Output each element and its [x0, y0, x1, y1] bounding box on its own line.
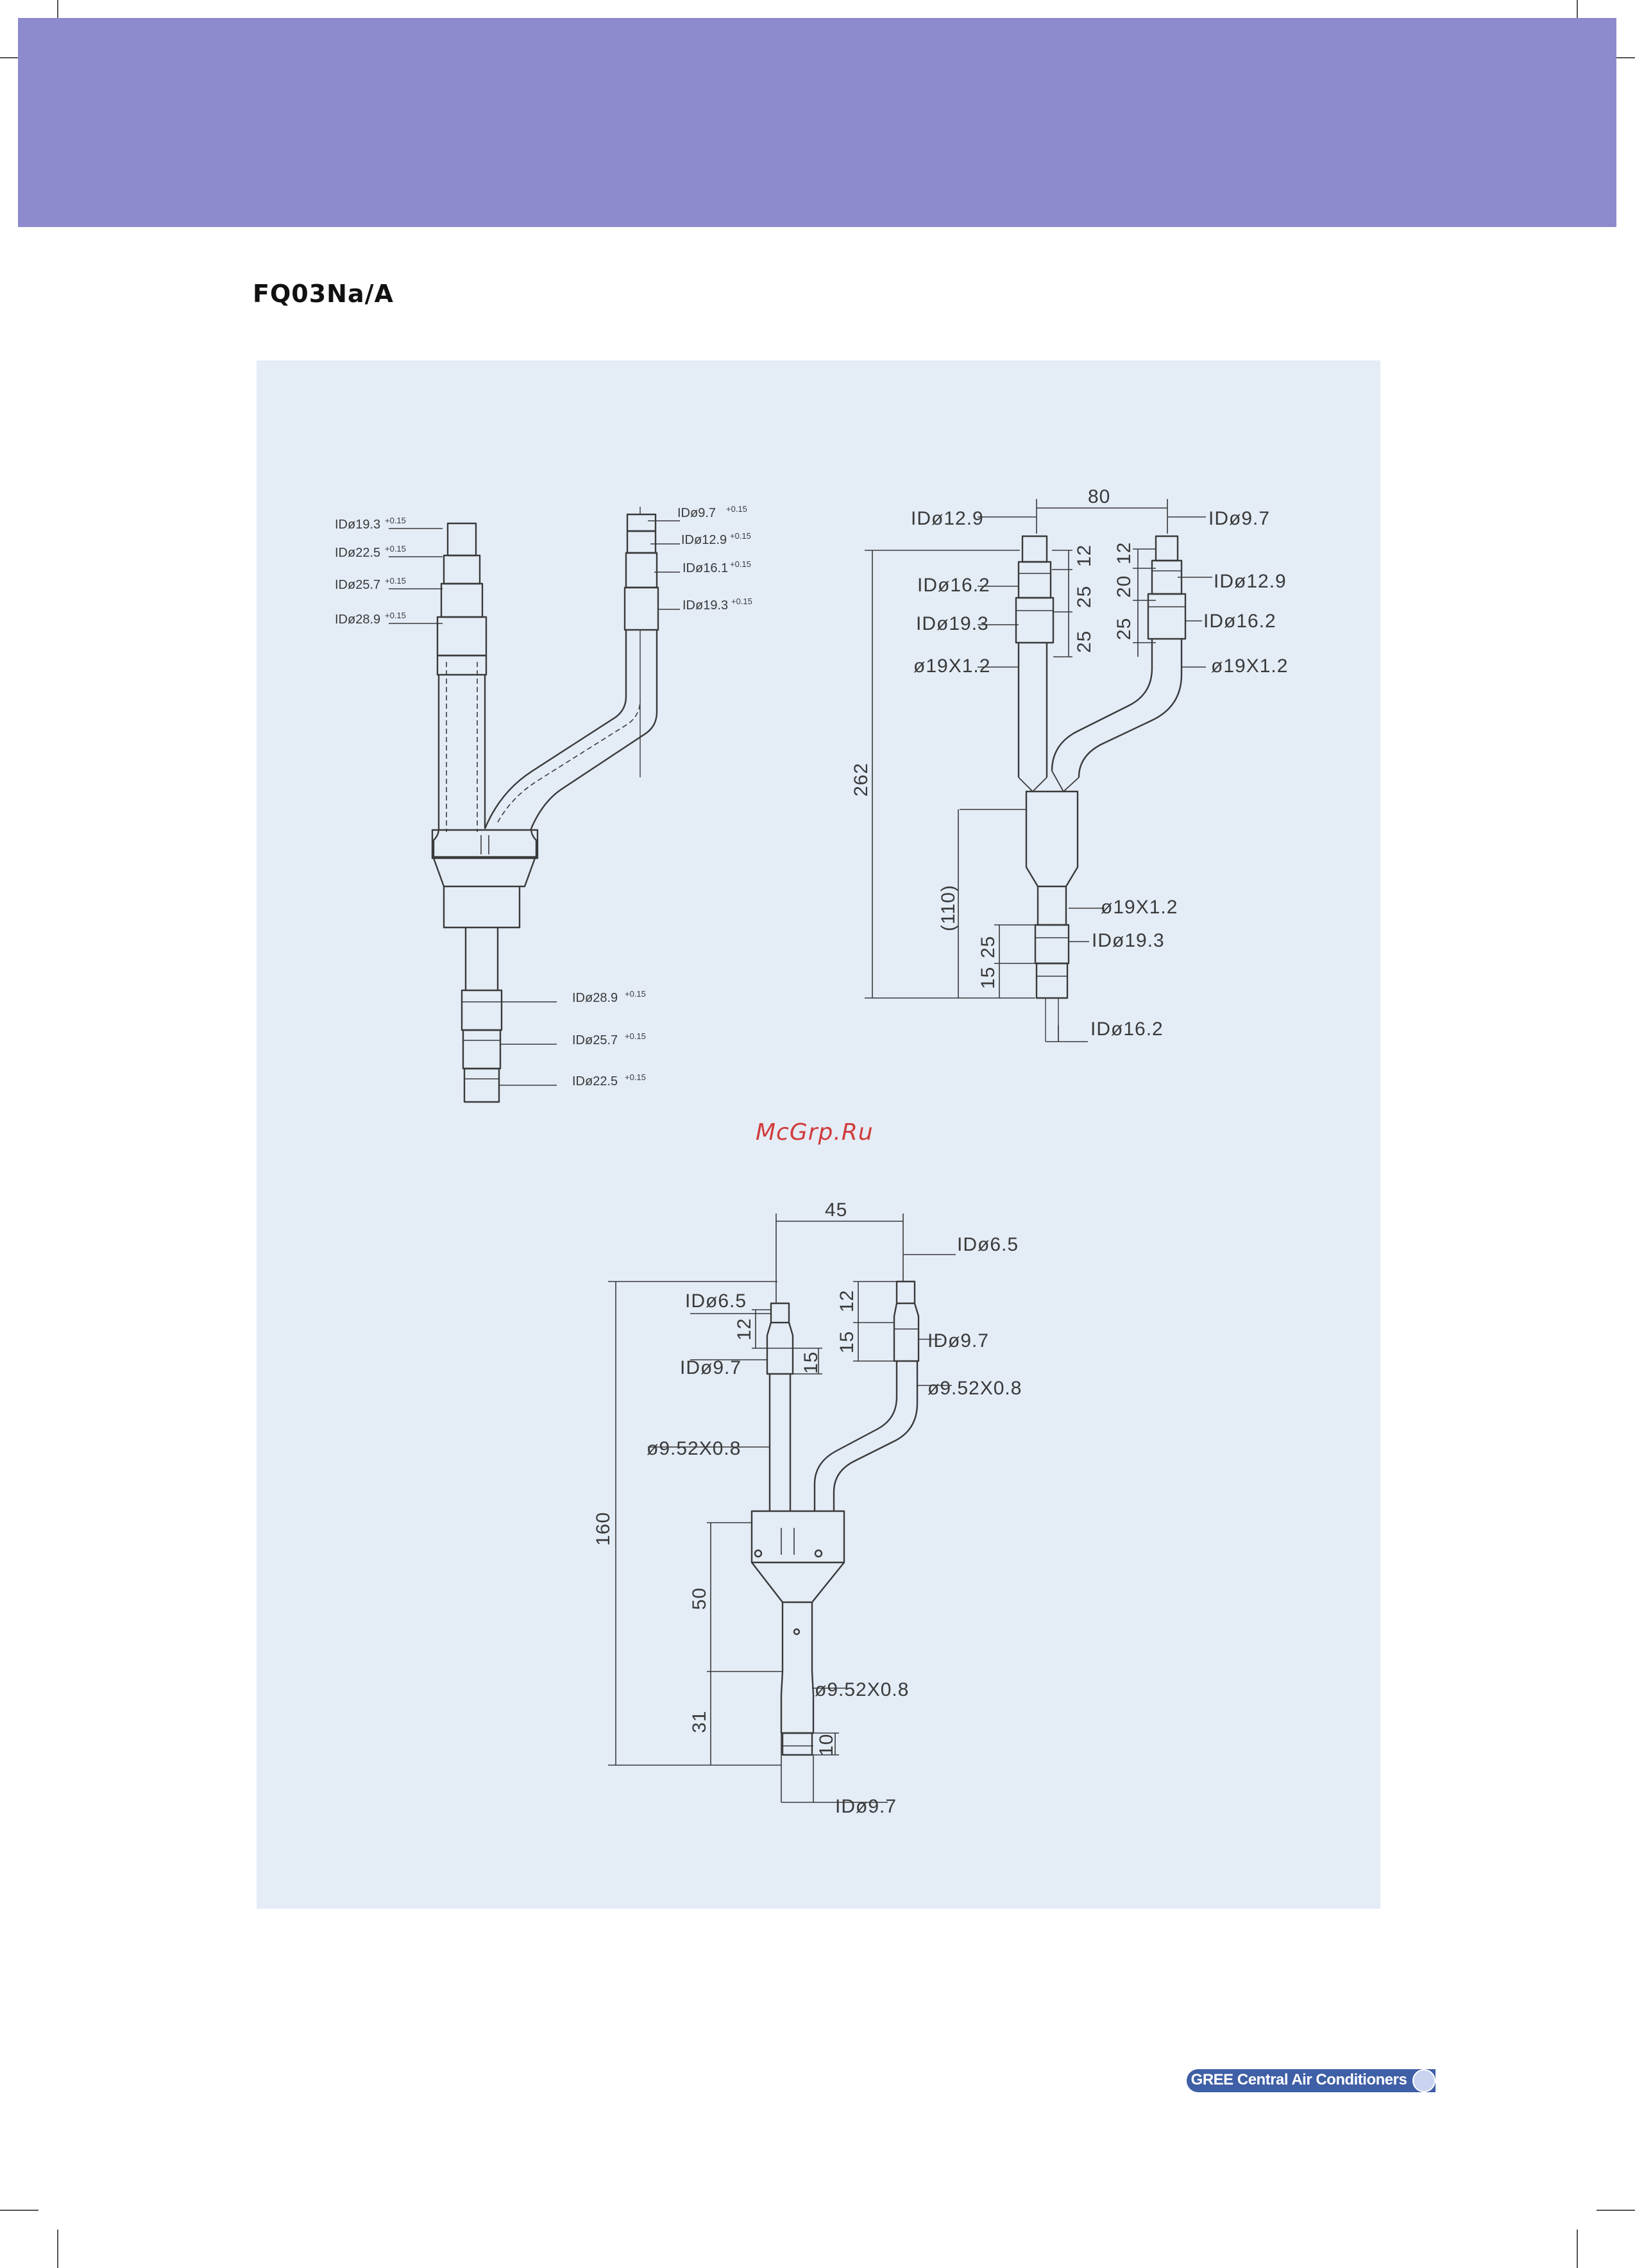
label-id-9-7-bottom: IDø9.7 [835, 1796, 897, 1817]
dim-12-left: 12 [734, 1318, 755, 1341]
label-id-6-5-right: IDø6.5 [957, 1234, 1019, 1255]
tolerance-upper: +0.15 [385, 576, 406, 586]
dim-50: 50 [689, 1587, 710, 1610]
dim-160: 160 [593, 1512, 614, 1546]
label-id-19-3-top: IDø19.3 [335, 518, 380, 532]
dim-31: 31 [689, 1711, 710, 1733]
tolerance-upper: +0.15 [625, 1031, 646, 1041]
bottom-branch-drawing [608, 1214, 956, 1803]
tolerance-upper: +0.15 [385, 516, 406, 525]
watermark: McGrp.Ru [756, 1119, 874, 1146]
label-id-12-9-right: IDø12.9 [1214, 571, 1287, 592]
label-id-16-1: IDø16.1 [682, 561, 728, 575]
right-branch-drawing [865, 499, 1212, 1042]
dim-25-d: 25 [978, 936, 999, 958]
technical-drawing: IDø19.3 IDø22.5 IDø25.7 IDø28.9 IDø9.7 I… [335, 486, 1288, 1817]
dim-15-right: 15 [836, 1331, 858, 1353]
tolerance-upper: +0.15 [730, 559, 751, 569]
label-pipe-bottom: ø19X1.2 [1101, 897, 1178, 918]
label-id-22-5-bottom: IDø22.5 [572, 1074, 618, 1088]
footer-brand-badge: GREE Central Air Conditioners [1187, 2069, 1436, 2092]
label-id-28-9-bottom: IDø28.9 [572, 991, 618, 1005]
label-id-25-7-bottom: IDø25.7 [572, 1033, 618, 1047]
dim-12-a: 12 [1074, 545, 1095, 567]
crop-mark [1597, 2210, 1635, 2211]
label-id-19-3-bottom: IDø19.3 [1092, 930, 1165, 951]
label-id-6-5-left: IDø6.5 [685, 1291, 747, 1312]
dim-15: 15 [978, 967, 999, 989]
label-id-28-9-top: IDø28.9 [335, 613, 380, 627]
label-id-16-2-right: IDø16.2 [1203, 611, 1276, 632]
tolerance-upper: +0.15 [385, 544, 406, 554]
tolerance-upper: +0.15 [625, 989, 646, 999]
dim-12-right: 12 [836, 1290, 858, 1312]
label-id-19-3-right: IDø19.3 [682, 598, 728, 613]
label-id-9-7: IDø9.7 [677, 506, 716, 520]
footer-brand-text: GREE Central Air Conditioners [1190, 2071, 1407, 2088]
crop-mark [0, 2210, 38, 2211]
label-id-12-9: IDø12.9 [681, 533, 727, 547]
tolerance-upper: +0.15 [726, 504, 747, 514]
label-pipe-right: ø9.52X0.8 [928, 1378, 1022, 1399]
dim-45: 45 [825, 1199, 847, 1221]
label-id-16-2-left: IDø16.2 [917, 575, 990, 596]
dim-80: 80 [1088, 486, 1110, 507]
label-id-9-7-left: IDø9.7 [680, 1357, 741, 1378]
drawing-panel: IDø19.3 IDø22.5 IDø25.7 IDø28.9 IDø9.7 I… [257, 360, 1380, 1909]
label-id-22-5-top: IDø22.5 [335, 546, 380, 560]
label-id-25-7-top: IDø25.7 [335, 578, 380, 592]
tolerance-upper: +0.15 [730, 531, 751, 541]
dim-25-b: 25 [1074, 630, 1095, 653]
label-id-16-2-bottom: IDø16.2 [1090, 1019, 1164, 1040]
tolerance-upper: +0.15 [625, 1072, 646, 1082]
header-band [18, 18, 1616, 227]
label-id-9-7: IDø9.7 [1208, 508, 1270, 529]
label-pipe-right: ø19X1.2 [1211, 656, 1288, 677]
dim-15-left: 15 [801, 1351, 822, 1374]
dim-25-c: 25 [1114, 618, 1135, 640]
label-id-9-7-right: IDø9.7 [928, 1330, 989, 1351]
left-branch-drawing [389, 507, 680, 1103]
tolerance-upper: +0.15 [731, 597, 752, 606]
label-id-12-9-left: IDø12.9 [911, 508, 984, 529]
dim-20: 20 [1114, 575, 1135, 598]
model-title: FQ03Na/A [253, 280, 394, 308]
footer-circle-icon [1412, 2069, 1436, 2092]
tolerance-upper: +0.15 [385, 611, 406, 620]
dim-110: (110) [938, 884, 959, 931]
dim-12-b: 12 [1114, 542, 1135, 564]
dim-262: 262 [851, 763, 872, 797]
label-pipe-left: ø19X1.2 [913, 656, 990, 677]
crop-mark [57, 2230, 58, 2268]
dim-25-a: 25 [1074, 586, 1095, 608]
label-id-19-3-left: IDø19.3 [916, 613, 989, 634]
crop-mark [1577, 2230, 1578, 2268]
label-pipe-bottom: ø9.52X0.8 [815, 1679, 909, 1700]
dim-10: 10 [816, 1734, 837, 1756]
label-pipe-left: ø9.52X0.8 [647, 1438, 741, 1459]
